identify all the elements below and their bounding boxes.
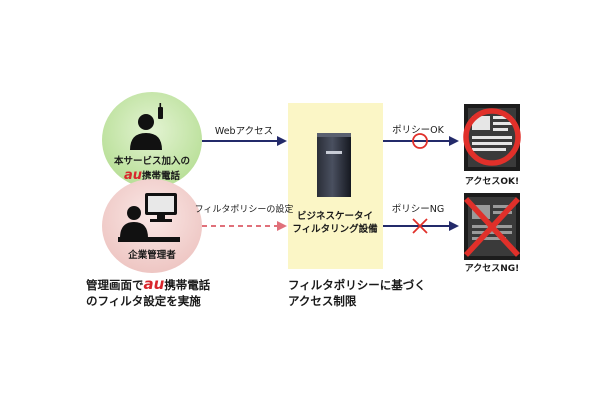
mobile-user-label-line2-rest: 携帯電話: [142, 170, 181, 182]
policy-ng-arrow: ポリシーNG: [383, 204, 459, 234]
ng-big-cross-mark: [463, 197, 521, 257]
admin-note-line2: のフィルタ設定を実施: [86, 294, 201, 308]
admin-note-line1-pre: 管理画面で: [86, 278, 144, 292]
admin-note: 管理画面でau携帯電話 のフィルタ設定を実施: [86, 275, 211, 308]
filter-caption-line1: フィルタポリシーに基づく: [288, 278, 426, 292]
policy-ng-label: ポリシーNG: [392, 204, 444, 215]
ng-cross-mark: [412, 218, 428, 234]
admin-label: 企業管理者: [127, 249, 176, 261]
admin-node: 企業管理者: [102, 179, 202, 273]
filter-policy-setting-label: フィルタポリシーの設定: [195, 203, 294, 215]
au-logo-text: au: [124, 168, 142, 183]
mobile-user-label-line2: au携帯電話: [124, 168, 181, 183]
web-access-arrow: Webアクセス: [202, 126, 287, 146]
policy-ok-label: ポリシーOK: [392, 125, 444, 136]
admin-computer-icon: [118, 193, 180, 242]
mobile-user-node: 本サービス加入の au携帯電話: [102, 92, 202, 188]
filter-equipment-node: ビジネスケータイ フィルタリング設備: [288, 103, 383, 269]
filter-caption-line2: アクセス制限: [288, 294, 357, 308]
filter-box-line2: フィルタリング設備: [292, 223, 378, 235]
admin-note-line1: 管理画面でau携帯電話: [86, 275, 211, 293]
filter-caption: フィルタポリシーに基づく アクセス制限: [288, 278, 426, 308]
server-icon: [317, 133, 351, 197]
policy-ok-arrow: ポリシーOK: [383, 125, 459, 149]
result-ng-node: アクセスNG!: [463, 193, 521, 274]
result-ok-label: アクセスOK!: [465, 176, 519, 187]
web-access-label: Webアクセス: [215, 126, 273, 137]
filter-policy-setting-arrow: フィルタポリシーの設定: [195, 203, 294, 231]
filter-box-line1: ビジネスケータイ: [297, 210, 373, 222]
mobile-user-label-line1: 本サービス加入の: [114, 155, 190, 167]
ok-big-circle-mark: [463, 108, 521, 166]
au-logo-text-large: au: [144, 275, 165, 293]
result-ng-label: アクセスNG!: [465, 263, 520, 274]
admin-note-line1-post: 携帯電話: [164, 278, 210, 292]
result-ok-node: アクセスOK!: [463, 104, 521, 187]
person-with-phone-icon: [130, 103, 163, 150]
ok-circle-mark: [412, 133, 428, 149]
